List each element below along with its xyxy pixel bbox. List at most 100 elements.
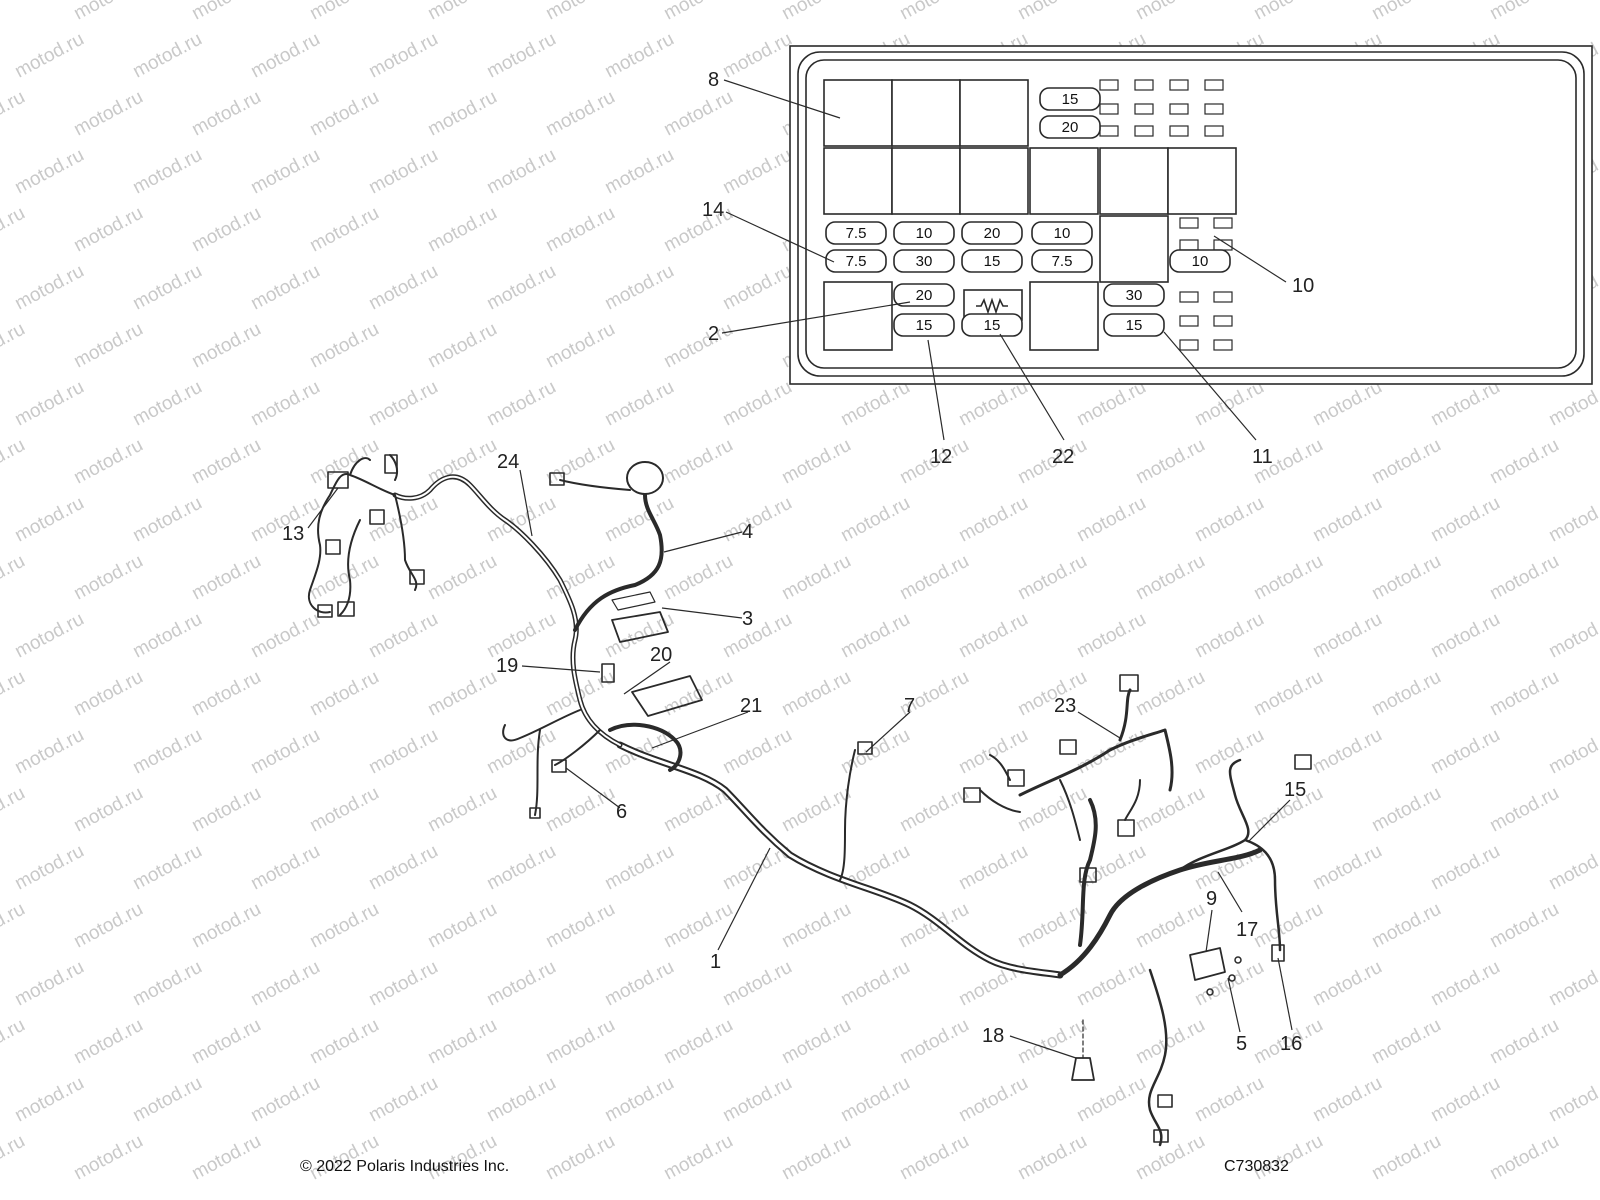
fuse-rating: 30 [1126, 287, 1143, 304]
connector [1157, 1094, 1173, 1108]
leader-10 [1213, 235, 1287, 283]
watermark-text: motod.ru [837, 841, 913, 895]
watermark-text: motod.ru [188, 435, 264, 489]
watermark-text: motod.ru [778, 1131, 854, 1185]
watermark-text: motod.ru [601, 841, 677, 895]
watermark-text: motod.ru [306, 87, 382, 141]
callout-19: 19 [496, 655, 518, 677]
fuse-body [961, 313, 1023, 337]
watermark-text: motod.ru [0, 551, 29, 605]
watermark-text: motod.ru [0, 203, 29, 257]
watermark-text: motod.ru [1368, 551, 1444, 605]
harness-branch-23 [1018, 688, 1174, 797]
watermark-text: motod.ru [129, 1073, 205, 1127]
watermark-text: motod.ru [0, 319, 29, 373]
watermark-text: motod.ru [542, 899, 618, 953]
callout-17: 17 [1236, 919, 1258, 941]
watermark-text: motod.ru [306, 0, 382, 24]
callout-7: 7 [904, 695, 915, 717]
connector [1119, 674, 1139, 692]
watermark-text: motod.ru [483, 145, 559, 199]
watermark-text: motod.ru [542, 319, 618, 373]
watermark-text: motod.ru [424, 0, 500, 24]
connector [1294, 754, 1312, 770]
watermark-text: motod.ru [1368, 435, 1444, 489]
callout-24: 24 [497, 451, 519, 473]
watermark-text: motod.ru [365, 377, 441, 431]
fuse: 15 [1103, 313, 1165, 337]
leader-24 [519, 469, 533, 537]
fuse-rating: 15 [984, 317, 1001, 334]
watermark-text: motod.ru [1250, 899, 1326, 953]
watermark-text: motod.ru [896, 1131, 972, 1185]
screw [1206, 988, 1214, 996]
watermark-text: motod.ru [1368, 783, 1444, 837]
watermark-text: motod.ru [660, 551, 736, 605]
watermark-text: motod.ru [70, 899, 146, 953]
fuse-rating: 15 [1126, 317, 1143, 334]
watermark-text: motod.ru [483, 29, 559, 83]
watermark-text: motod.ru [660, 0, 736, 24]
leader-11 [1163, 331, 1257, 441]
watermark-text: motod.ru [306, 435, 382, 489]
fuse-box [789, 45, 1593, 385]
callout-6: 6 [616, 801, 627, 823]
watermark-text: motod.ru [1486, 551, 1562, 605]
watermark-text: motod.ru [1486, 435, 1562, 489]
fuse-rating: 15 [916, 317, 933, 334]
watermark-text: motod.ru [11, 609, 87, 663]
watermark-text: motod.ru [896, 1015, 972, 1069]
watermark-text: motod.ru [11, 145, 87, 199]
watermark-text: motod.ru [0, 435, 29, 489]
watermark-text: motod.ru [896, 551, 972, 605]
watermark-text: motod.ru [70, 435, 146, 489]
fuse: 15 [961, 249, 1023, 273]
watermark-text: motod.ru [1014, 1131, 1090, 1185]
watermark-text: motod.ru [70, 1131, 146, 1185]
fuse: 20 [893, 283, 955, 307]
watermark-text: motod.ru [1309, 609, 1385, 663]
watermark-text: motod.ru [601, 493, 677, 547]
watermark-text: motod.ru [1486, 1015, 1562, 1069]
watermark-text: motod.ru [424, 1015, 500, 1069]
watermark-text: motod.ru [542, 783, 618, 837]
watermark-text: motod.ru [11, 377, 87, 431]
watermark-text: motod.ru [660, 87, 736, 141]
watermark-text: motod.ru [1191, 493, 1267, 547]
fuse: 20 [1039, 115, 1101, 139]
watermark-text: motod.ru [1545, 609, 1600, 663]
fuse-body [893, 313, 955, 337]
callout-14: 14 [702, 199, 724, 221]
watermark-text: motod.ru [1191, 609, 1267, 663]
watermark-text: motod.ru [1309, 725, 1385, 779]
grommet [1071, 1057, 1095, 1081]
watermark-text: motod.ru [129, 725, 205, 779]
fuse-rating: 7.5 [1052, 253, 1073, 270]
watermark-text: motod.ru [837, 1073, 913, 1127]
callout-21: 21 [740, 695, 762, 717]
fuse-body [1103, 283, 1165, 307]
watermark-text: motod.ru [188, 783, 264, 837]
relay [959, 79, 1029, 147]
relay [823, 79, 893, 147]
fuse-rating: 10 [1054, 225, 1071, 242]
leader-4 [663, 531, 743, 553]
watermark-text: motod.ru [660, 1131, 736, 1185]
leader-22 [999, 333, 1065, 441]
watermark-text: motod.ru [188, 1131, 264, 1185]
watermark-text: motod.ru [0, 0, 29, 24]
watermark-text: motod.ru [719, 725, 795, 779]
callout-15: 15 [1284, 779, 1306, 801]
harness-cluster-13 [307, 454, 418, 616]
fuse-body [1031, 221, 1093, 245]
watermark-text: motod.ru [483, 957, 559, 1011]
watermark-text: motod.ru [306, 551, 382, 605]
fuse: 10 [1169, 249, 1231, 273]
watermark-text: motod.ru [306, 1015, 382, 1069]
leader-2 [721, 301, 911, 334]
harness-fuse-block [631, 675, 703, 717]
watermark-text: motod.ru [70, 783, 146, 837]
watermark-text: motod.ru [365, 957, 441, 1011]
connector [409, 569, 425, 585]
